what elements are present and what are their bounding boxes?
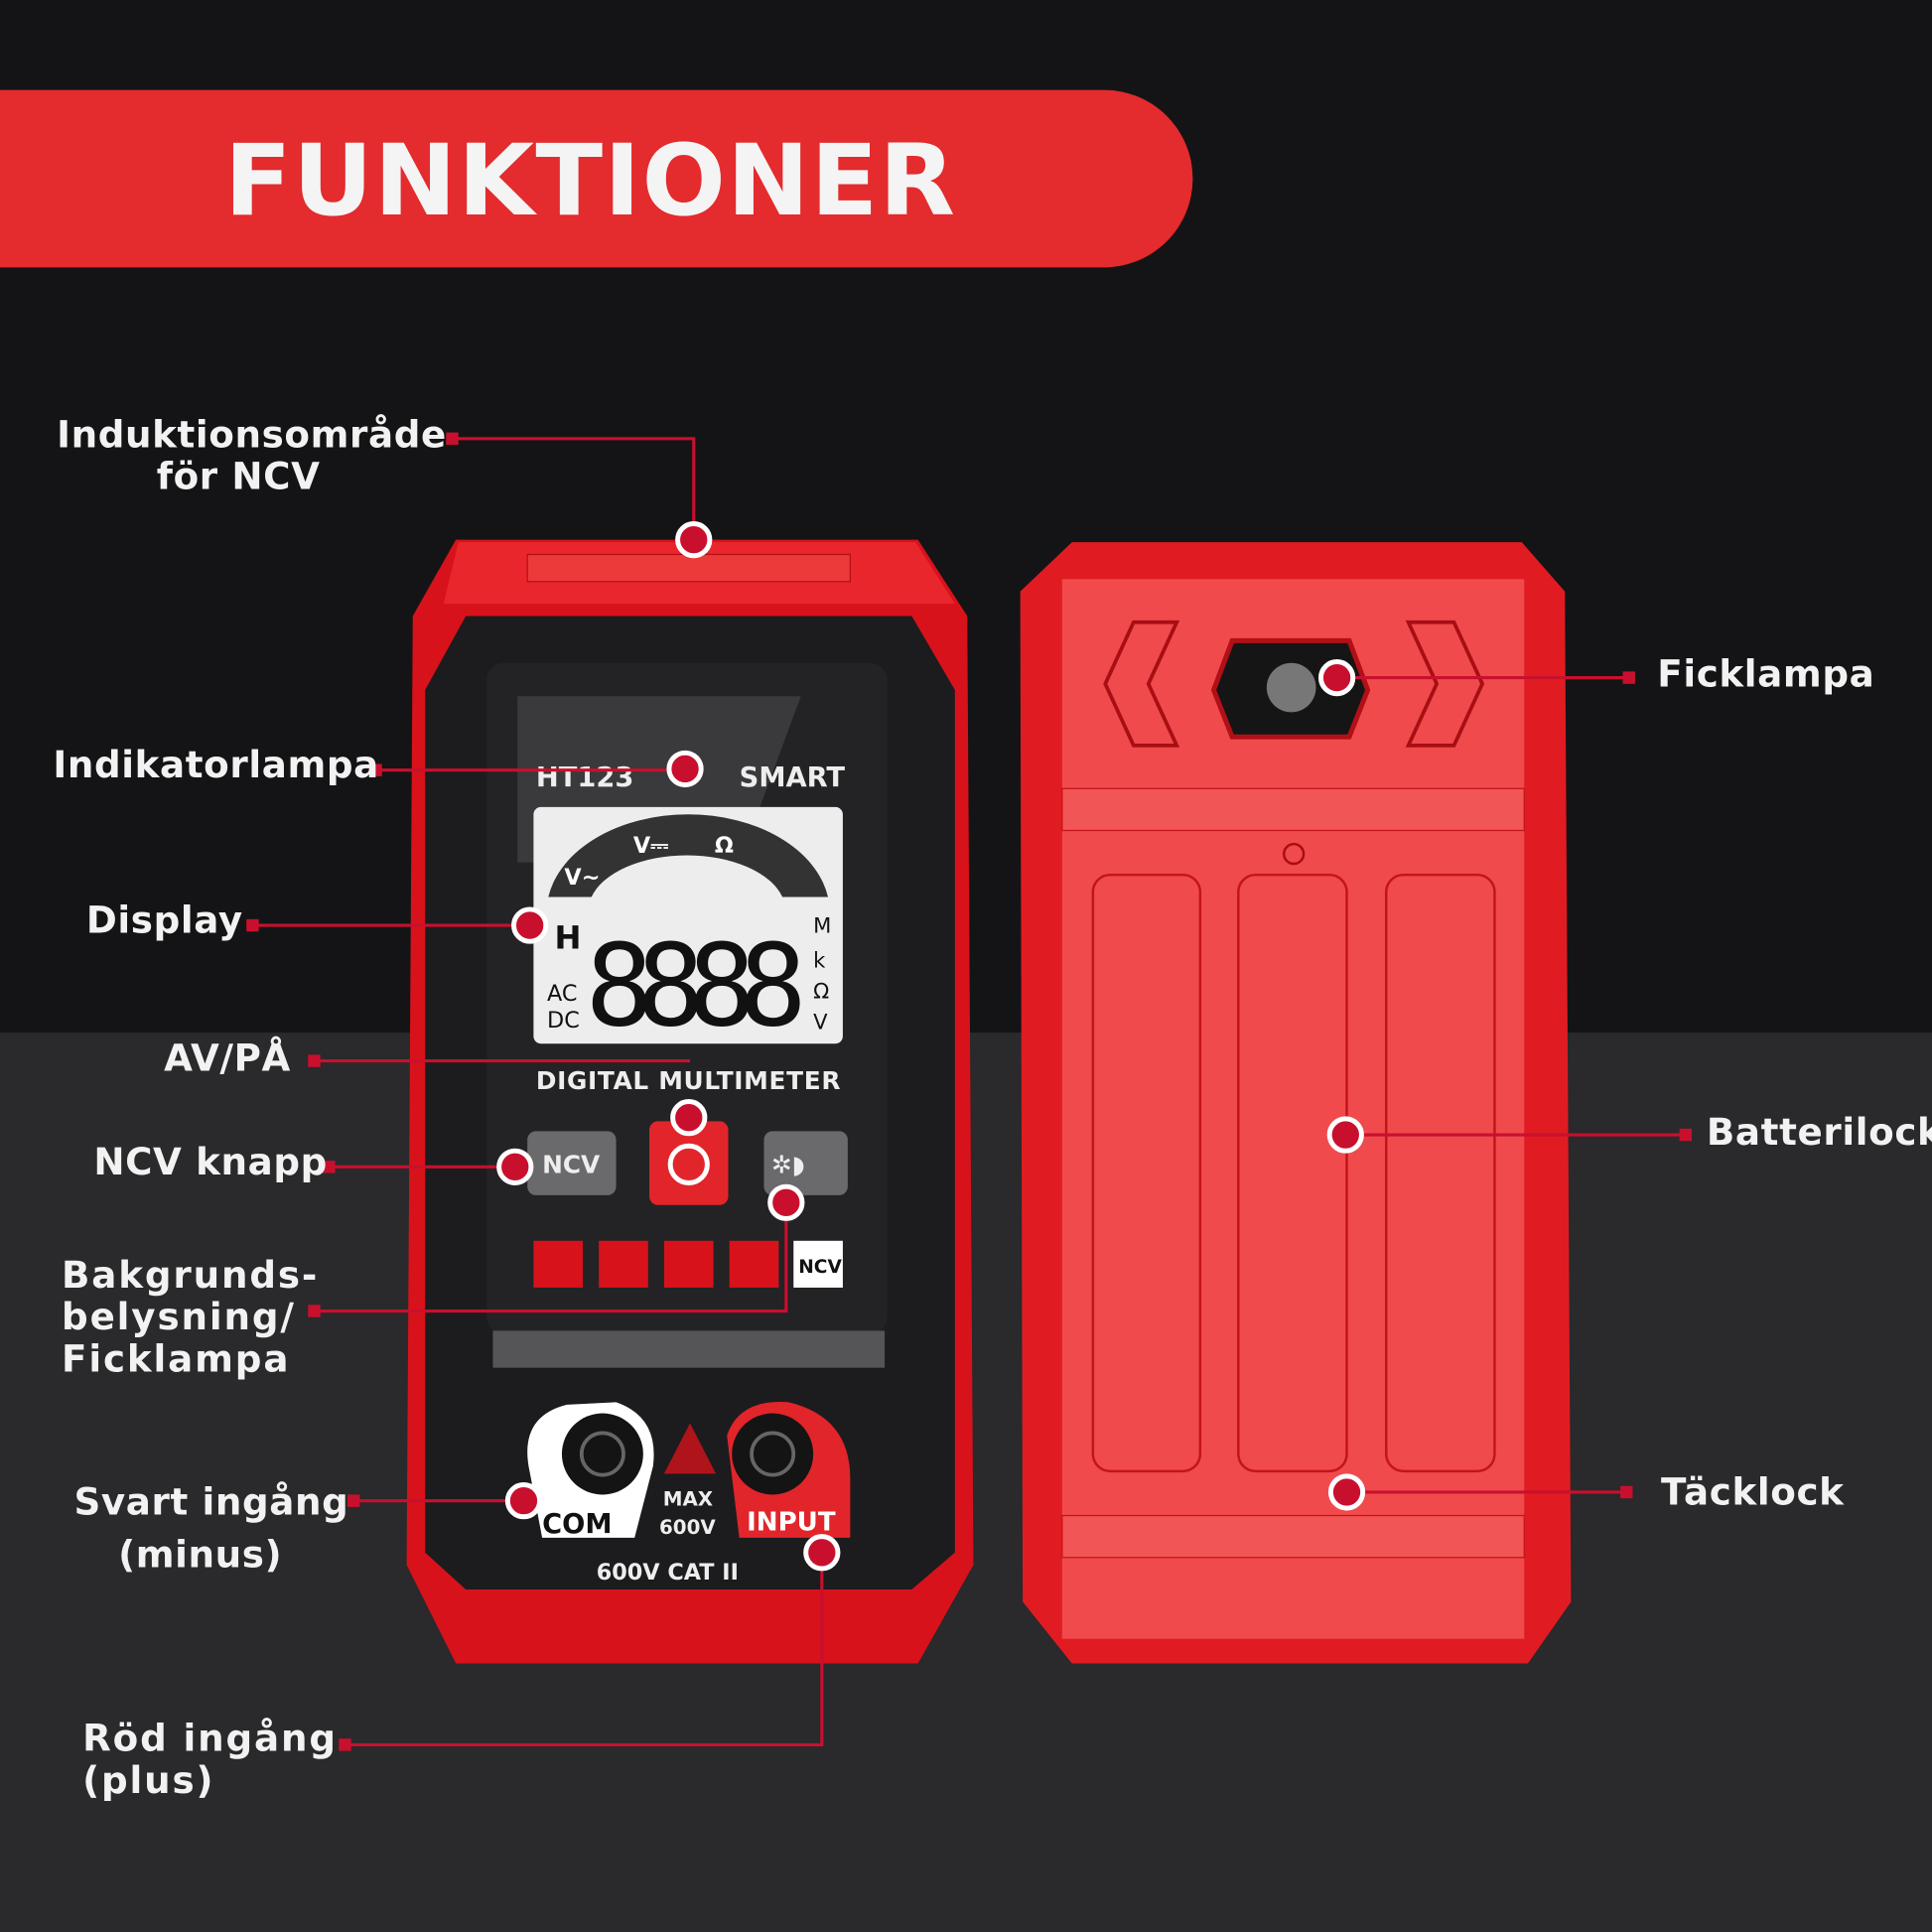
label-flashlight: Ficklampa: [1657, 652, 1875, 697]
lcd-unit-ohm: Ω: [813, 978, 829, 1003]
ncv-badge: NCV: [798, 1257, 842, 1278]
title-banner: [0, 89, 1193, 268]
lcd-hold: H: [554, 919, 581, 957]
ncv-key: [527, 1131, 617, 1195]
label-display: Display: [85, 899, 243, 943]
brand-label: SMART: [740, 762, 846, 793]
flashlight-lens: [1266, 662, 1316, 713]
lcd-mode-ohm: Ω: [715, 833, 734, 859]
max-voltage: 600V: [659, 1516, 716, 1539]
page-title: FUNKTIONER: [223, 123, 957, 238]
lcd-unit-k: k: [813, 947, 826, 972]
label-cover-lock: Täcklock: [1661, 1470, 1845, 1515]
leader-lines: [252, 437, 1686, 1746]
input-label: INPUT: [747, 1507, 836, 1537]
label-battery-cover: Batterilock: [1706, 1111, 1932, 1155]
light-key: [763, 1131, 848, 1195]
back-device: [1020, 542, 1572, 1664]
sun-icon: ✲◗: [771, 1151, 805, 1179]
model-label: HT123: [536, 762, 633, 793]
label-ncv-area: Induktionsområde för NCV: [57, 414, 447, 499]
label-power: AV/PÅ: [164, 1037, 291, 1081]
label-ncv-button: NCV knapp: [93, 1141, 328, 1184]
max-label: MAX: [663, 1488, 713, 1511]
label-red-input: Röd ingång (plus): [82, 1718, 338, 1803]
lcd-digits: 8888: [586, 920, 807, 1052]
callout-dots: [496, 520, 1366, 1572]
lcd-unit-v: V: [813, 1009, 828, 1034]
label-backlight: Bakgrunds- belysning/ Ficklampa: [62, 1254, 320, 1382]
lcd-mode-vdc: V⎓: [633, 833, 668, 859]
lcd-display: H AC DC 8888 M k Ω V V~ V⎓ Ω: [533, 806, 843, 1052]
label-black-input: Svart ingång (minus): [73, 1480, 349, 1578]
label-indicator-lamp: Indikatorlampa: [53, 744, 379, 788]
ncv-key-label: NCV: [542, 1151, 601, 1179]
label-endpoints: [246, 432, 1693, 1751]
com-label: COM: [542, 1509, 612, 1540]
lcd-unit-m: M: [813, 913, 831, 938]
power-icon: [667, 1143, 710, 1185]
device-name: DIGITAL MULTIMETER: [536, 1066, 841, 1095]
power-key: [649, 1121, 729, 1205]
lcd-dc: DC: [547, 1008, 580, 1034]
cat-rating: 600V CAT II: [597, 1560, 739, 1586]
lcd-ac: AC: [547, 981, 577, 1007]
lcd-mode-vac: V~: [564, 865, 600, 891]
